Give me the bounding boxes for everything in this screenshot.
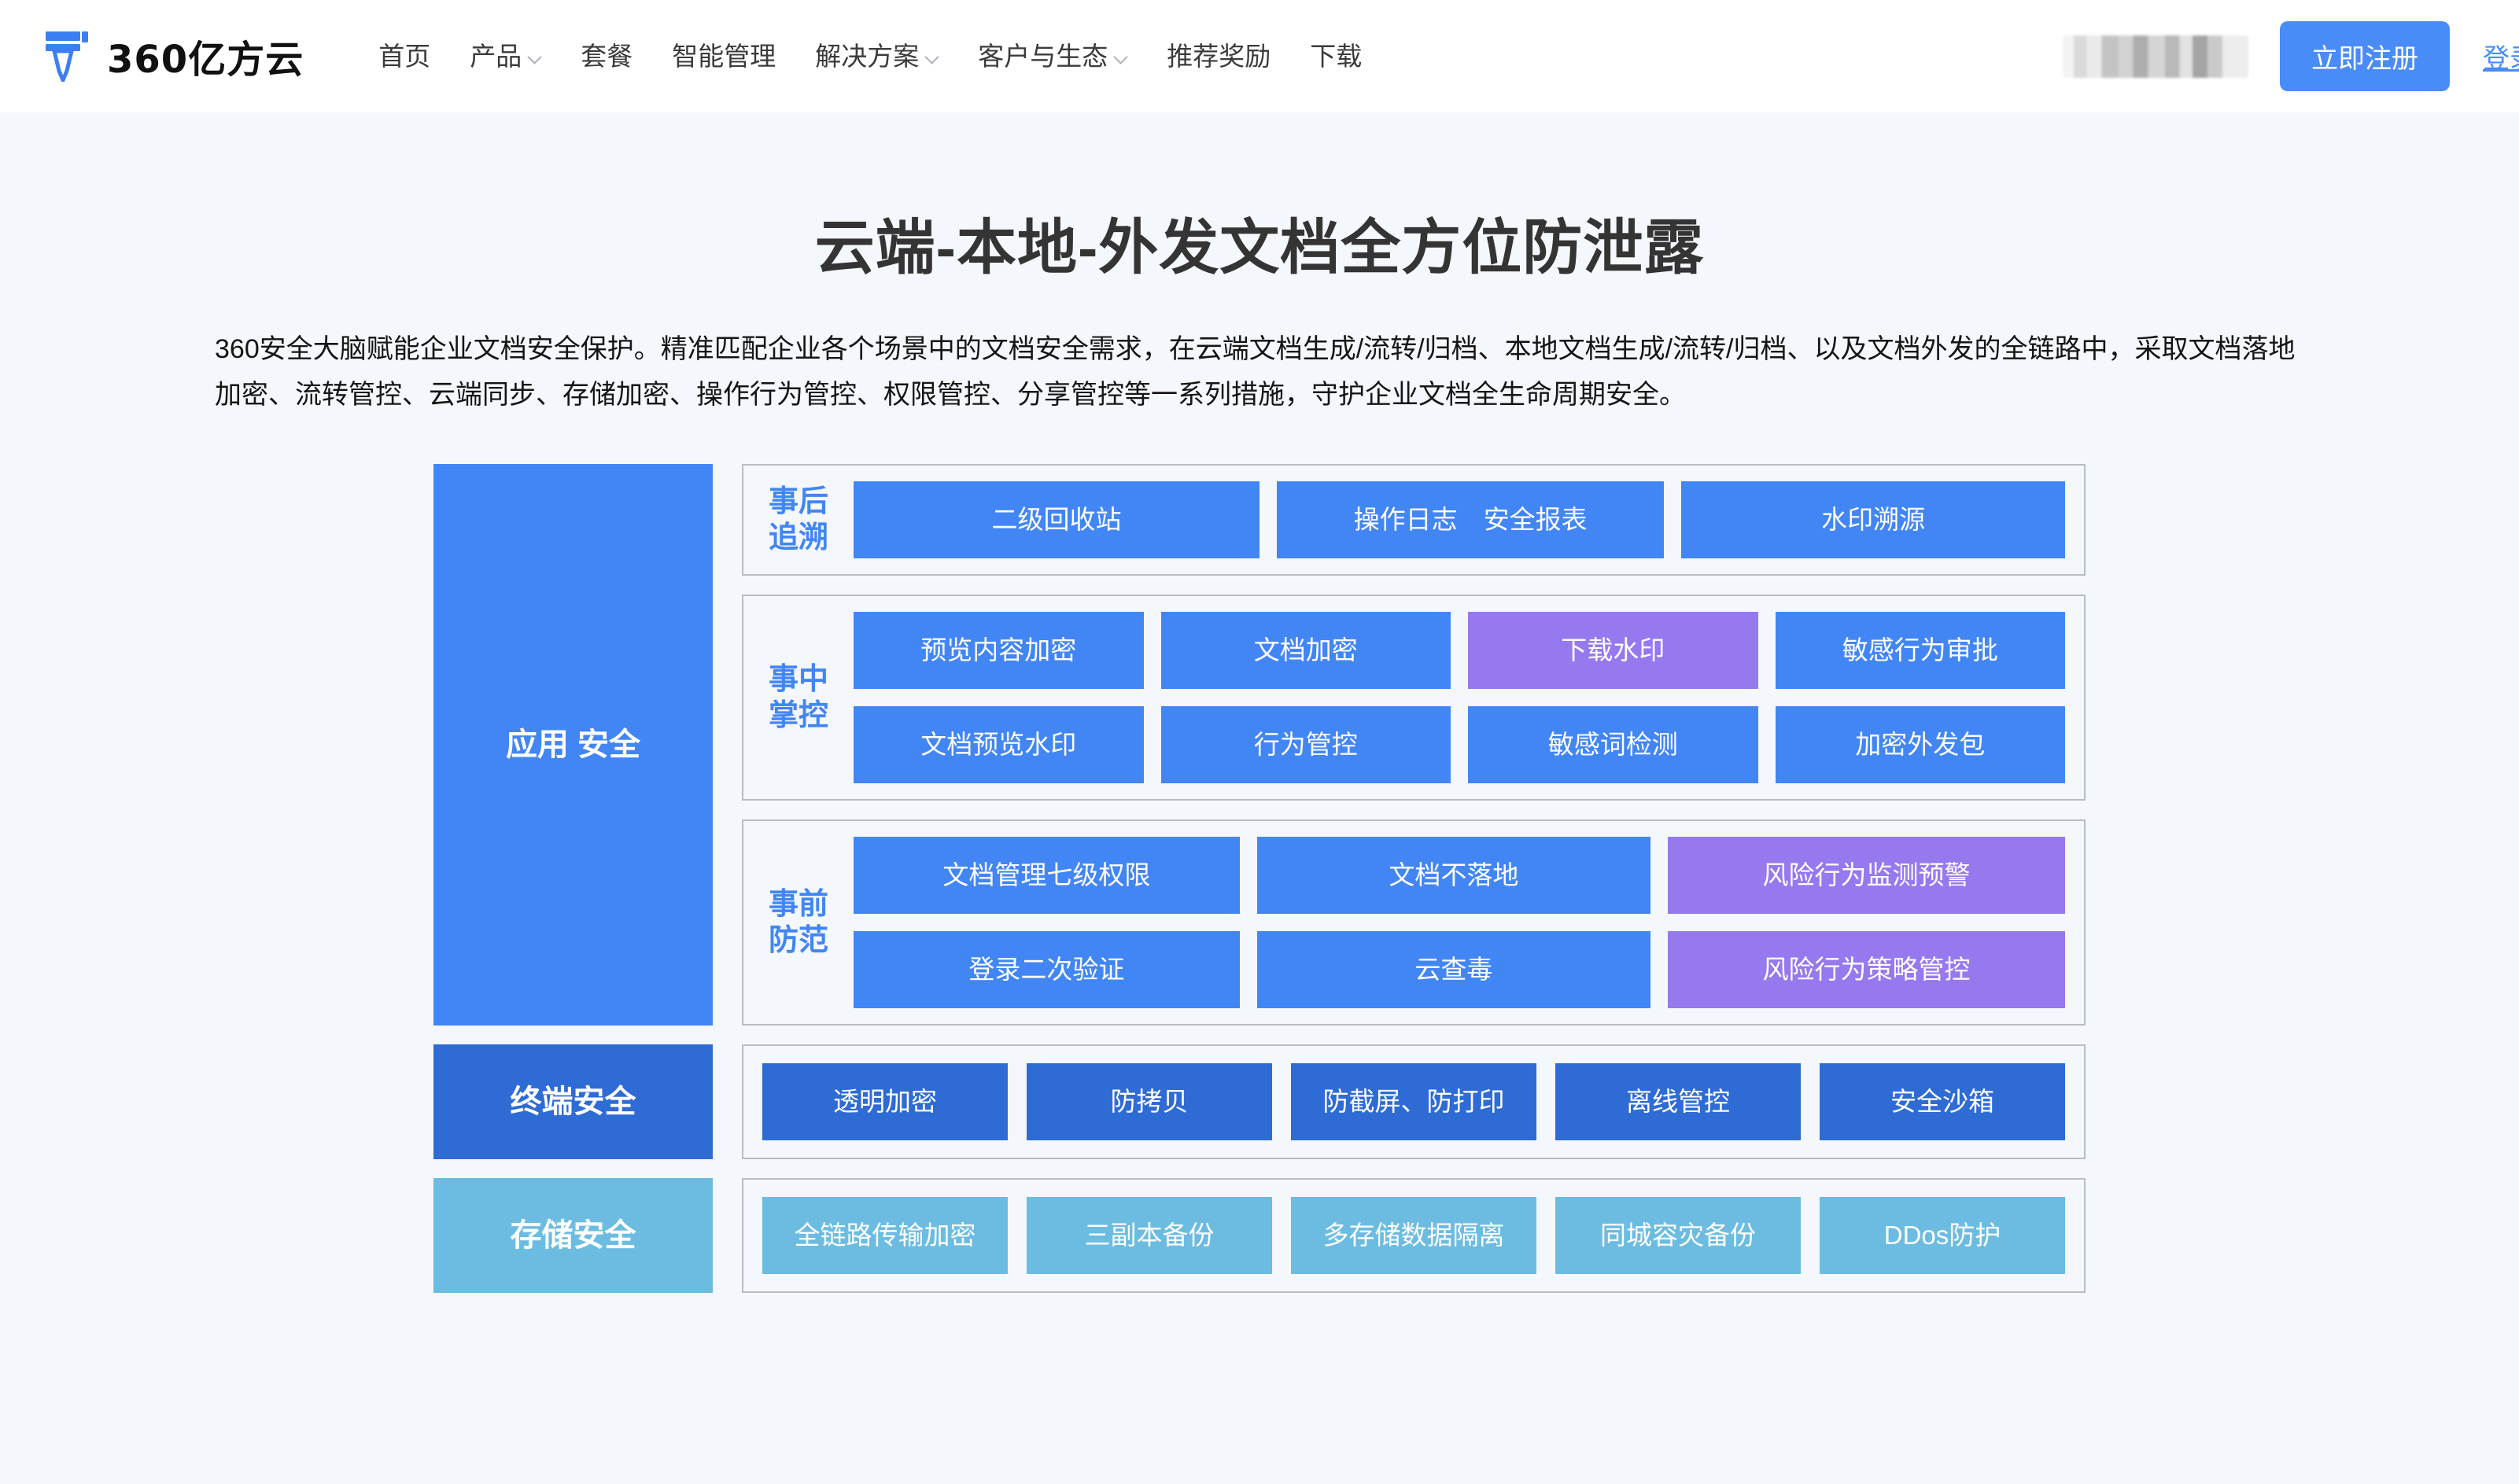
header-actions: 立即注册 登录: [2063, 0, 2519, 112]
capability-cell-ddos-protection[interactable]: DDos防护: [1820, 1196, 2065, 1274]
page-description: 360安全大脑赋能企业文档安全保护。精准匹配企业各个场景中的文档安全需求，在云端…: [215, 334, 2296, 411]
grid-row: 文档预览水印 行为管控 敏感词检测 加密外发包: [854, 705, 2065, 783]
layer-label-terminal-security: 终端安全: [433, 1044, 713, 1159]
capability-cell-offline-control[interactable]: 离线管控: [1555, 1062, 1801, 1140]
brand-name: 360亿方云: [107, 38, 304, 82]
register-button[interactable]: 立即注册: [2280, 21, 2450, 91]
group-grid: 二级回收站 操作日志 安全报表 水印溯源: [854, 481, 2065, 558]
layer-body-application-security: 事后 追溯 二级回收站 操作日志 安全报表 水印溯源 事中 掌控 预: [742, 463, 2086, 1026]
nav-item-smart-management[interactable]: 智能管理: [652, 43, 795, 69]
capability-cell-encrypted-outbound-package[interactable]: 加密外发包: [1775, 705, 2065, 783]
capability-cell-full-link-transport-encryption[interactable]: 全链路传输加密: [762, 1196, 1008, 1274]
site-header: 360亿方云 首页 产品 套餐 智能管理 解决方案 客户与生态 推荐奖励 下载: [0, 0, 2519, 112]
chevron-down-icon: [926, 52, 939, 64]
yifangyun-pen-logo-icon: [46, 31, 88, 82]
capability-cell-risk-behavior-monitoring-alert[interactable]: 风险行为监测预警: [1668, 836, 2065, 914]
group-title-post-incident-tracing: 事后 追溯: [768, 484, 828, 554]
nav-label: 推荐奖励: [1167, 41, 1271, 71]
capability-cell-preview-content-encryption[interactable]: 预览内容加密: [854, 611, 1144, 689]
nav-item-home[interactable]: 首页: [359, 43, 450, 69]
nav-item-products[interactable]: 产品: [450, 43, 561, 69]
capability-cell-anti-screenshot-anti-print[interactable]: 防截屏、防打印: [1291, 1062, 1536, 1140]
capability-cell-sensitive-behavior-approval[interactable]: 敏感行为审批: [1775, 611, 2065, 689]
storage-security-cells: 全链路传输加密 三副本备份 多存储数据隔离 同城容灾备份 DDos防护: [742, 1177, 2086, 1293]
layer-label-application-security: 应用 安全: [433, 463, 713, 1026]
capability-cell-recycle-bin[interactable]: 二级回收站: [854, 481, 1260, 558]
group-grid: 文档管理七级权限 文档不落地 风险行为监测预警 登录二次验证 云查毒 风险行为策…: [854, 836, 2065, 1008]
group-title-pre-incident-prevention: 事前 防范: [768, 887, 828, 957]
page-title: 云端-本地-外发文档全方位防泄露: [814, 215, 1705, 282]
capability-cell-watermark-tracing[interactable]: 水印溯源: [1681, 481, 2065, 558]
nav-label: 首页: [378, 41, 431, 71]
capability-cell-login-two-factor[interactable]: 登录二次验证: [854, 930, 1240, 1008]
capability-cell-document-encryption[interactable]: 文档加密: [1160, 611, 1451, 689]
nav-item-download[interactable]: 下载: [1290, 43, 1381, 69]
capability-cell-behavior-control[interactable]: 行为管控: [1160, 705, 1451, 783]
capability-cell-multi-storage-data-isolation[interactable]: 多存储数据隔离: [1291, 1196, 1536, 1274]
layer-application-security: 应用 安全 事后 追溯 二级回收站 操作日志 安全报表 水印溯源 事中: [433, 463, 2086, 1026]
nav-label: 下载: [1310, 41, 1363, 71]
capability-cell-seven-level-permissions[interactable]: 文档管理七级权限: [854, 836, 1240, 914]
capability-cell-sensitive-word-detection[interactable]: 敏感词检测: [1468, 705, 1758, 783]
nav-label: 智能管理: [672, 41, 776, 71]
group-in-progress-control: 事中 掌控 预览内容加密 文档加密 下载水印 敏感行为审批 文档预览水印 行为管…: [742, 594, 2086, 801]
group-pre-incident-prevention: 事前 防范 文档管理七级权限 文档不落地 风险行为监测预警 登录二次验证 云查毒…: [742, 819, 2086, 1026]
login-link[interactable]: 登录: [2483, 44, 2519, 74]
terminal-security-cells: 透明加密 防拷贝 防截屏、防打印 离线管控 安全沙箱: [742, 1044, 2086, 1159]
capability-cell-transparent-encryption[interactable]: 透明加密: [762, 1062, 1008, 1140]
grid-row: 文档管理七级权限 文档不落地 风险行为监测预警: [854, 836, 2065, 914]
brand-logo[interactable]: 360亿方云: [44, 28, 304, 83]
main-nav: 首页 产品 套餐 智能管理 解决方案 客户与生态 推荐奖励 下载: [359, 43, 1381, 69]
nav-item-referral-rewards[interactable]: 推荐奖励: [1147, 43, 1290, 69]
capability-cell-same-city-disaster-recovery[interactable]: 同城容灾备份: [1555, 1196, 1801, 1274]
layer-terminal-security: 终端安全 透明加密 防拷贝 防截屏、防打印 离线管控 安全沙箱: [433, 1044, 2086, 1159]
chevron-down-icon: [529, 52, 541, 64]
grid-row: 预览内容加密 文档加密 下载水印 敏感行为审批: [854, 611, 2065, 689]
capability-cell-anti-copy[interactable]: 防拷贝: [1027, 1062, 1272, 1140]
capability-cell-download-watermark[interactable]: 下载水印: [1468, 611, 1758, 689]
group-post-incident-tracing: 事后 追溯 二级回收站 操作日志 安全报表 水印溯源: [742, 463, 2086, 576]
nav-label: 客户与生态: [978, 41, 1108, 71]
capability-cell-no-local-landing[interactable]: 文档不落地: [1256, 836, 1650, 914]
page-content: 云端-本地-外发文档全方位防泄露 360安全大脑赋能企业文档安全保护。精准匹配企…: [0, 112, 2519, 1484]
nav-label: 解决方案: [815, 41, 920, 71]
layer-label-storage-security: 存储安全: [433, 1177, 713, 1293]
security-architecture-diagram: 应用 安全 事后 追溯 二级回收站 操作日志 安全报表 水印溯源 事中: [433, 463, 2086, 1293]
nav-label: 产品: [470, 41, 522, 71]
grid-row: 登录二次验证 云查毒 风险行为策略管控: [854, 930, 2065, 1008]
grid-row: 二级回收站 操作日志 安全报表 水印溯源: [854, 481, 2065, 558]
nav-item-solutions[interactable]: 解决方案: [795, 43, 958, 69]
capability-cell-cloud-antivirus[interactable]: 云查毒: [1256, 930, 1650, 1008]
group-title-in-progress-control: 事中 掌控: [768, 662, 828, 732]
redacted-account-text: [2063, 35, 2248, 78]
layer-storage-security: 存储安全 全链路传输加密 三副本备份 多存储数据隔离 同城容灾备份 DDos防护: [433, 1177, 2086, 1293]
capability-cell-security-sandbox[interactable]: 安全沙箱: [1820, 1062, 2065, 1140]
chevron-down-icon: [1115, 52, 1127, 64]
capability-cell-three-replica-backup[interactable]: 三副本备份: [1027, 1196, 1272, 1274]
nav-label: 套餐: [581, 41, 633, 71]
group-grid: 预览内容加密 文档加密 下载水印 敏感行为审批 文档预览水印 行为管控 敏感词检…: [854, 611, 2065, 783]
nav-item-packages[interactable]: 套餐: [561, 43, 652, 69]
nav-item-customers-ecosystem[interactable]: 客户与生态: [958, 43, 1147, 69]
capability-cell-document-preview-watermark[interactable]: 文档预览水印: [854, 705, 1144, 783]
capability-cell-risk-behavior-policy-control[interactable]: 风险行为策略管控: [1668, 930, 2065, 1008]
capability-cell-operation-log-security-report[interactable]: 操作日志 安全报表: [1276, 481, 1665, 558]
